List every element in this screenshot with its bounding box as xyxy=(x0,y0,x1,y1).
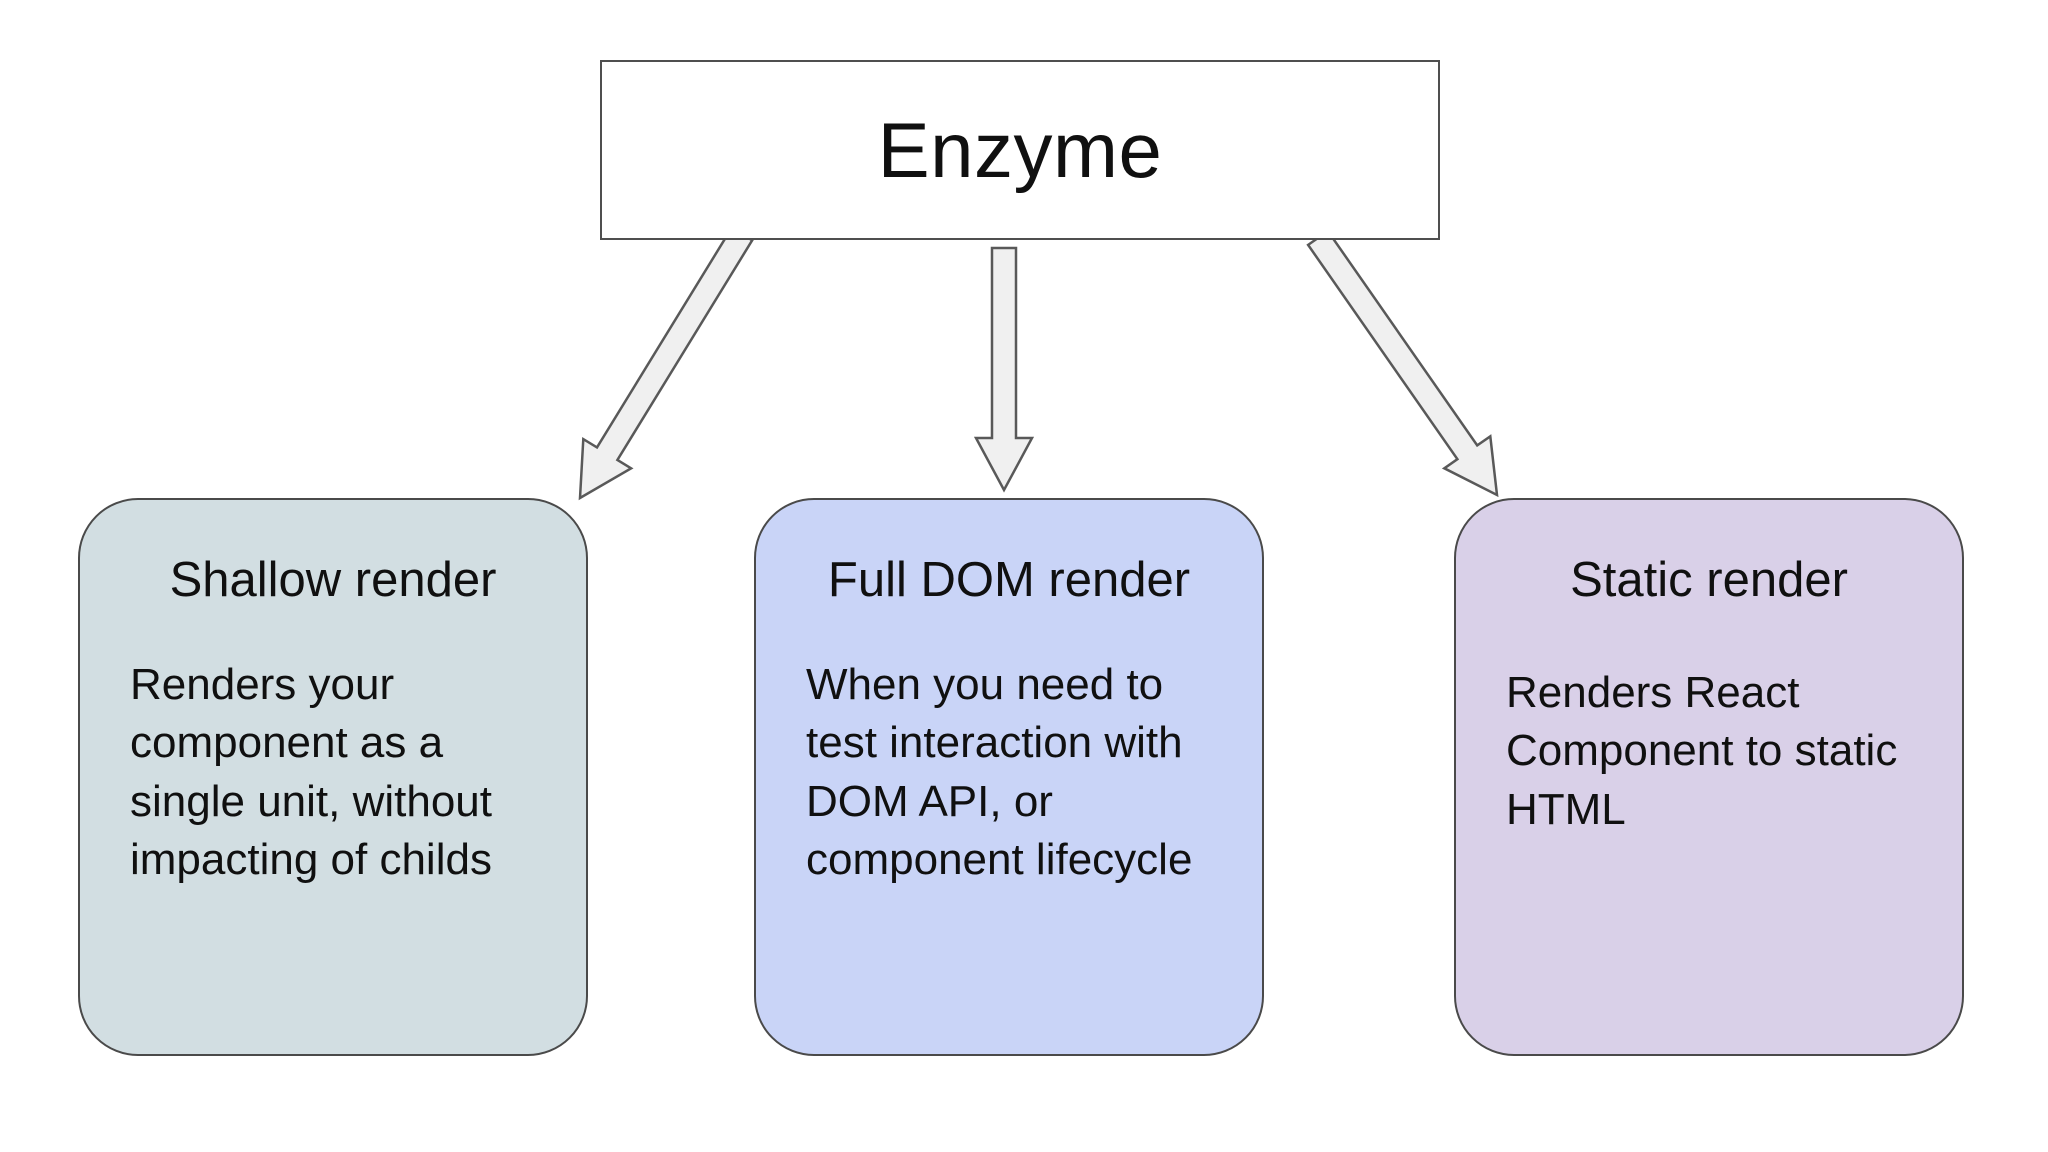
arrow-to-shallow-render-icon xyxy=(578,225,754,501)
node-shallow-render: Shallow render Renders your component as… xyxy=(78,498,588,1056)
node-title: Static render xyxy=(1570,553,1848,607)
node-full-dom-render: Full DOM render When you need to test in… xyxy=(754,498,1264,1056)
node-title: Shallow render xyxy=(169,553,497,607)
node-description: Renders React Component to static HTML xyxy=(1506,668,1898,834)
node-title: Full DOM render xyxy=(827,553,1191,607)
arrow-to-static-render-icon xyxy=(1306,229,1499,498)
node-description: When you need to test interaction with D… xyxy=(806,660,1193,884)
node-description: Renders your component as a single unit,… xyxy=(130,660,492,884)
node-static-render: Static render Renders React Component to… xyxy=(1454,498,1964,1056)
root-node-label: Enzyme xyxy=(877,106,1163,194)
arrow-to-full-dom-render-icon xyxy=(973,246,1035,493)
root-node-enzyme: Enzyme xyxy=(600,60,1440,240)
